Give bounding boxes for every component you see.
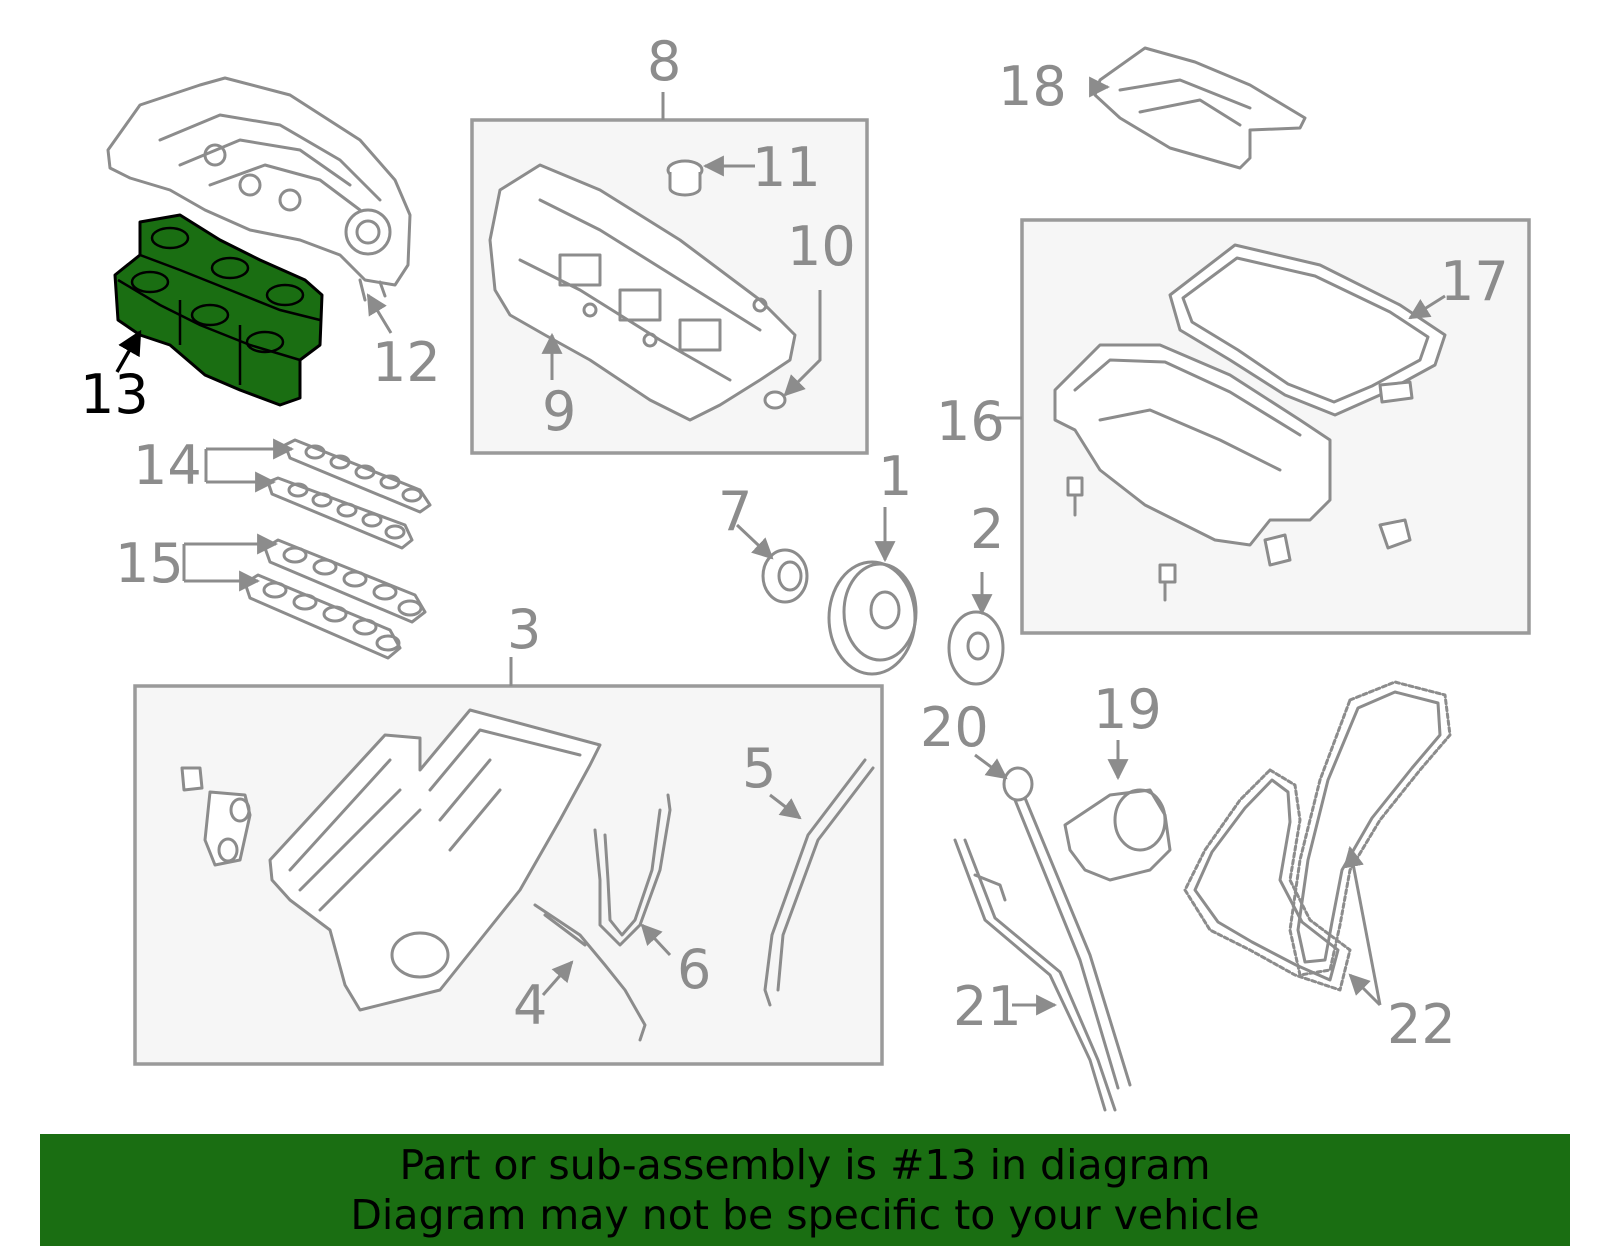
part-labels: 8 11 10 9 12 13 14 15 18 17 16 7 1 2 3 5…	[80, 30, 1509, 1056]
label-part-1: 1	[878, 445, 912, 508]
label-part-4: 4	[513, 974, 547, 1037]
label-part-13: 13	[80, 363, 149, 426]
leader-lines	[115, 76, 1446, 1016]
label-part-6: 6	[677, 938, 711, 1001]
washer-part-2[interactable]	[947, 610, 1005, 686]
label-part-22: 22	[1387, 993, 1456, 1056]
intake-spacer-part-13[interactable]	[113, 213, 324, 407]
valve-cover-part-9[interactable]	[488, 163, 797, 422]
dipstick-part-20[interactable]	[1002, 766, 1132, 1090]
label-part-5: 5	[742, 737, 776, 800]
gasket-part-14[interactable]	[266, 438, 432, 550]
dipstick-tube-part-21[interactable]	[953, 838, 1117, 1112]
label-part-11: 11	[752, 136, 821, 199]
front-seal-part-7[interactable]	[761, 548, 809, 604]
label-part-12: 12	[372, 331, 441, 394]
label-part-18: 18	[998, 55, 1067, 118]
label-part-10: 10	[787, 215, 856, 278]
label-part-21: 21	[953, 975, 1022, 1038]
oil-filter-part-19[interactable]	[1063, 788, 1172, 882]
oil-cap-part-11[interactable]	[666, 159, 704, 197]
label-part-14: 14	[133, 434, 202, 497]
intake-manifold-part-12[interactable]	[106, 76, 412, 302]
timing-cover-gasket-part-4[interactable]	[533, 903, 647, 1042]
timing-guide-part-5[interactable]	[763, 758, 875, 1007]
label-part-16: 16	[936, 390, 1005, 453]
oil-pan-part-16[interactable]	[1053, 343, 1414, 602]
label-part-17: 17	[1440, 250, 1509, 313]
label-part-15: 15	[115, 532, 184, 595]
label-part-3: 3	[507, 598, 541, 661]
notice-banner: Part or sub-assembly is #13 in diagram D…	[40, 1134, 1570, 1246]
gasket-part-15[interactable]	[243, 538, 427, 660]
grommet-part-10[interactable]	[763, 390, 787, 410]
timing-cover-part-3[interactable]	[180, 708, 602, 1012]
label-part-20: 20	[920, 696, 989, 759]
banner-line-2: Diagram may not be specific to your vehi…	[350, 1191, 1260, 1239]
heat-shield-part-18[interactable]	[1093, 46, 1307, 170]
gasket-part-6[interactable]	[593, 793, 672, 947]
label-part-2: 2	[970, 498, 1004, 561]
label-part-8: 8	[647, 30, 681, 93]
crank-pulley-part-1[interactable]	[827, 560, 918, 676]
timing-chains-part-22[interactable]	[1183, 680, 1452, 992]
oil-pan-gasket-part-17[interactable]	[1168, 243, 1447, 417]
label-part-9: 9	[542, 380, 576, 443]
label-part-7: 7	[718, 480, 752, 543]
label-part-19: 19	[1093, 678, 1162, 741]
banner-line-1: Part or sub-assembly is #13 in diagram	[399, 1141, 1211, 1189]
